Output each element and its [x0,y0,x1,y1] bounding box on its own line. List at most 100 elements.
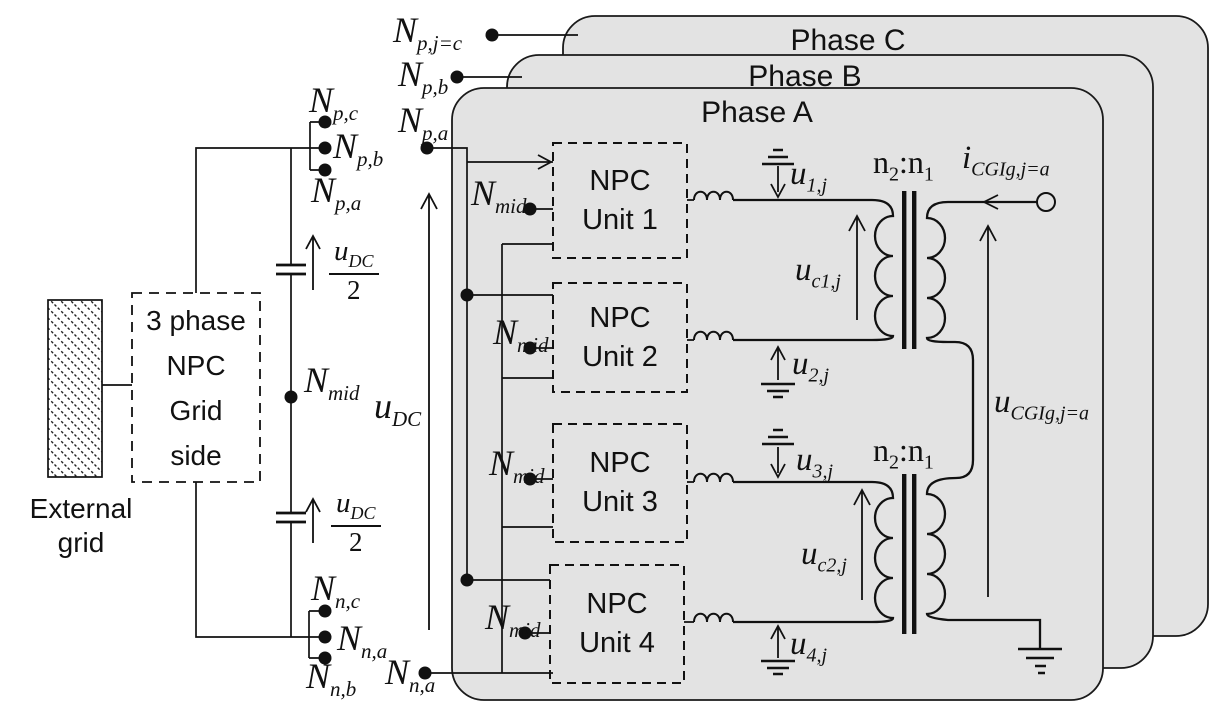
label-nmid-unit2: Nmid [493,312,549,358]
uc2-arrow [853,488,871,600]
external-grid-label: External grid [29,493,133,558]
transformer-2-primary [733,480,895,624]
np-a-node [318,163,332,177]
label-nmid-unit3: Nmid [489,443,545,489]
label-nmid-unit4: Nmid [485,597,541,643]
u3j-arrow [770,447,786,479]
inductor-unit3 [693,472,734,483]
label-np-b: Np,b [333,126,384,172]
label-ucgi: uCGIg,j=a [994,384,1089,425]
label-u1j: u1,j [790,156,828,197]
label-nn-b: Nn,b [306,656,357,702]
label-turns-ratio-2: n2:n1 [873,432,934,474]
dc-positive-wire [195,147,325,293]
capacitor-top [276,263,306,276]
np-a-entry-node [420,141,434,155]
np-b-outer-node [450,70,464,84]
core-bar [902,191,907,349]
npc-unit-4-box [549,564,685,684]
np-c-node [318,115,332,129]
nn-a-entry-node [418,666,432,680]
nmid-unit4-node [518,626,532,640]
label-u3j: u3,j [796,442,834,483]
uc1-arrow [848,214,866,320]
label-uc2j: uc2,j [801,536,847,577]
npc-unit-1-box [552,142,688,259]
npc-unit-boxes [549,142,688,684]
positive-bus-branches [467,294,553,581]
label-udc-half-bottom: uDC 2 [331,487,381,558]
ground-symbols [761,148,1062,676]
phase-a-title: Phase A [701,96,813,129]
dc-capacitors [276,263,306,524]
u4j-ground [761,659,795,676]
transformer-secondary-wire [925,200,1042,648]
u2j-ground [761,382,795,399]
transformer-cores [902,191,917,634]
label-np-b-outer: Np,b [398,54,449,100]
bus-junction-2 [460,573,474,587]
label-nn-c: Nn,c [311,568,361,614]
dc-negative-wire [195,482,325,638]
transformer-1 [733,198,895,342]
inductor-unit2 [693,330,734,341]
phase-panels [451,15,1209,701]
np-b-node [318,141,332,155]
u1j-ground [762,148,794,166]
negative-bus-wire [501,243,553,673]
transformer-2 [733,480,895,624]
udc-half-top-arrow [305,234,321,290]
label-np-c: Np,c [309,80,359,126]
transformer-1-primary [733,198,895,342]
icgi-arrowhead [981,194,999,210]
nn-b-node [318,651,332,665]
junction-dots [284,28,537,680]
label-np-jc: Np,j=c [393,10,463,56]
measurement-arrows [305,154,999,658]
nn-c-node [318,604,332,618]
npc-unit-3-box [552,423,688,543]
core-bar [912,474,917,634]
label-np-a-outer: Np,a [398,100,449,146]
label-udc: uDC [374,386,422,432]
label-uc1j: uc1,j [795,252,841,293]
udc-arrow [420,192,438,630]
secondary-ground [1018,647,1062,675]
u4j-arrow [770,624,786,658]
capacitor-bottom [276,511,306,524]
grid-terminal-circle [1036,192,1056,212]
core-bar [912,191,917,349]
label-nmid-dc: Nmid [304,360,360,406]
label-u4j: u4,j [790,626,828,667]
label-u2j: u2,j [792,346,830,387]
npc-unit-2-box [552,282,688,393]
u3j-ground [762,428,794,446]
label-nn-a: Nn,a [337,618,388,664]
nmid-unit1-node [523,202,537,216]
inductor-unit4 [693,612,734,623]
u1j-arrow [770,166,786,199]
label-np-a: Np,a [311,170,362,216]
nmid-node [284,390,298,404]
inductor-coils [693,190,734,623]
phase-a-wires [425,34,694,674]
external-grid-symbol [47,299,103,478]
phase-a-panel [451,87,1104,701]
nmid-unit3-node [523,472,537,486]
bus-junction-1 [460,288,474,302]
unit1-input-arrowhead [537,154,553,170]
label-udc-half-top: uDC 2 [329,235,379,306]
label-nn-a-outer: Nn,a [385,652,436,698]
u2j-arrow [770,345,786,380]
udc-half-bottom-arrow [305,497,321,543]
nmid-unit2-node [523,341,537,355]
ucgi-arrow [979,224,997,597]
nn-a-node [318,630,332,644]
np-jc-node [485,28,499,42]
unit-output-stubs [684,199,694,623]
